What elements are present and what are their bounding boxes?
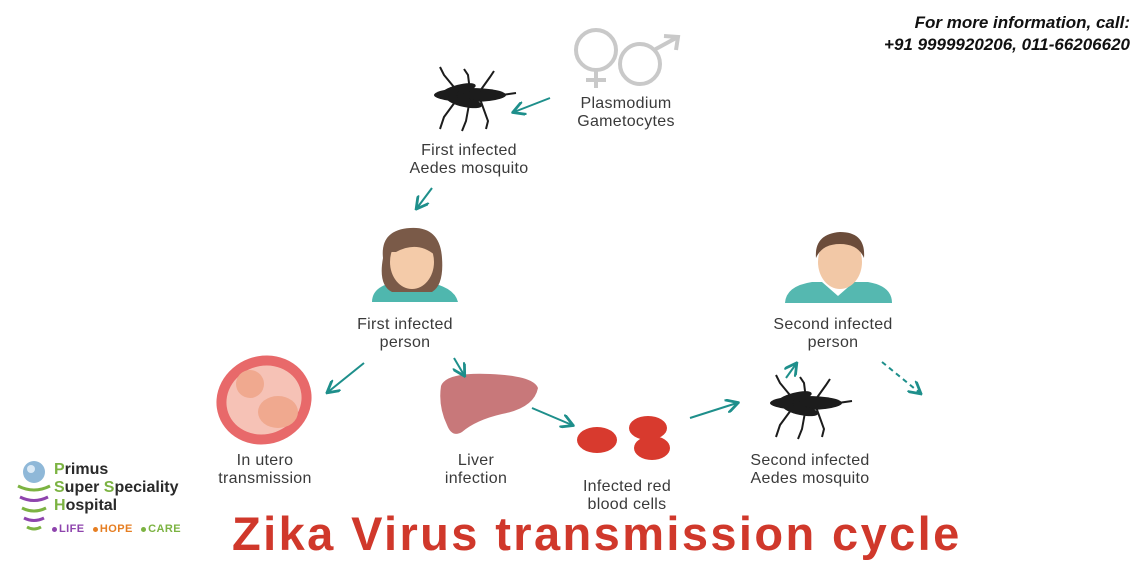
logo-text: rimus	[64, 461, 109, 478]
gender-symbols-icon	[574, 28, 681, 88]
male-person-icon	[785, 232, 892, 303]
arrow-rbc-to-mosquito	[689, 403, 737, 419]
label-first-person: First infected person	[330, 316, 480, 352]
logo-line-1: Primus	[54, 461, 179, 479]
logo-initial: S	[54, 479, 65, 496]
logo-line-2: Super Speciality	[54, 479, 179, 497]
tagline-life: LIFE	[52, 523, 84, 535]
hospital-logo-icon	[17, 461, 51, 531]
logo-text: uper	[64, 479, 104, 496]
arrow-mosquito-to-person	[417, 187, 433, 208]
page-title: Zika Virus transmission cycle	[232, 507, 962, 560]
arrow-liver-to-rbc	[531, 407, 572, 425]
label-text: Infected red blood cells	[582, 478, 672, 513]
contact-line-1: For more information, call:	[914, 13, 1130, 32]
label-liver-infection: Liver infection	[416, 452, 536, 488]
label-text: First infected Aedes mosquito	[409, 142, 529, 177]
tagline-text: LIFE	[59, 523, 85, 535]
logo-initial: P	[54, 461, 65, 478]
arrow-person-to-liver	[454, 357, 464, 375]
label-plasmodium-gametocytes: Plasmodium Gametocytes	[556, 95, 696, 131]
label-second-person: Second infected person	[748, 316, 918, 352]
label-text: First infected person	[357, 316, 453, 351]
contact-info: For more information, call: +91 99999202…	[884, 12, 1130, 56]
tagline-text: CARE	[148, 523, 181, 535]
tagline-hope: HOPE	[92, 523, 133, 535]
tagline-text: HOPE	[99, 523, 133, 535]
label-in-utero: In utero transmission	[195, 452, 335, 488]
fetus-icon	[216, 355, 312, 445]
label-text: Plasmodium Gametocytes	[577, 95, 675, 130]
logo-initial: S	[103, 479, 115, 496]
logo-text: ospital	[65, 497, 118, 514]
hospital-name: Primus Super Speciality Hospital	[54, 461, 179, 515]
red-blood-cells-icon	[577, 416, 670, 460]
contact-phone-numbers: +91 9999920206, 011-66206620	[884, 35, 1130, 54]
arrow-second-person-onward	[881, 361, 920, 393]
label-first-mosquito: First infected Aedes mosquito	[384, 142, 554, 178]
mosquito-icon	[434, 66, 517, 132]
arrow-mosquito-to-second-person	[786, 364, 796, 379]
label-text: In utero transmission	[218, 452, 312, 487]
liver-icon	[440, 373, 538, 434]
female-person-icon	[372, 227, 458, 302]
label-text: Liver infection	[444, 452, 508, 487]
hospital-tagline: LIFE HOPE CARE	[52, 523, 186, 535]
label-second-mosquito: Second infected Aedes mosquito	[720, 452, 900, 488]
logo-line-3: Hospital	[54, 497, 179, 515]
logo-text: peciality	[114, 479, 179, 496]
arrow-gametocytes-to-mosquito	[514, 97, 551, 112]
logo-initial: H	[54, 497, 66, 514]
arrow-person-to-in-utero	[328, 362, 365, 392]
label-text: Second infected Aedes mosquito	[750, 452, 870, 487]
label-infected-rbc: Infected red blood cells	[552, 478, 702, 514]
label-text: Second infected person	[773, 316, 893, 351]
tagline-care: CARE	[141, 523, 181, 535]
mosquito-icon	[770, 374, 853, 440]
